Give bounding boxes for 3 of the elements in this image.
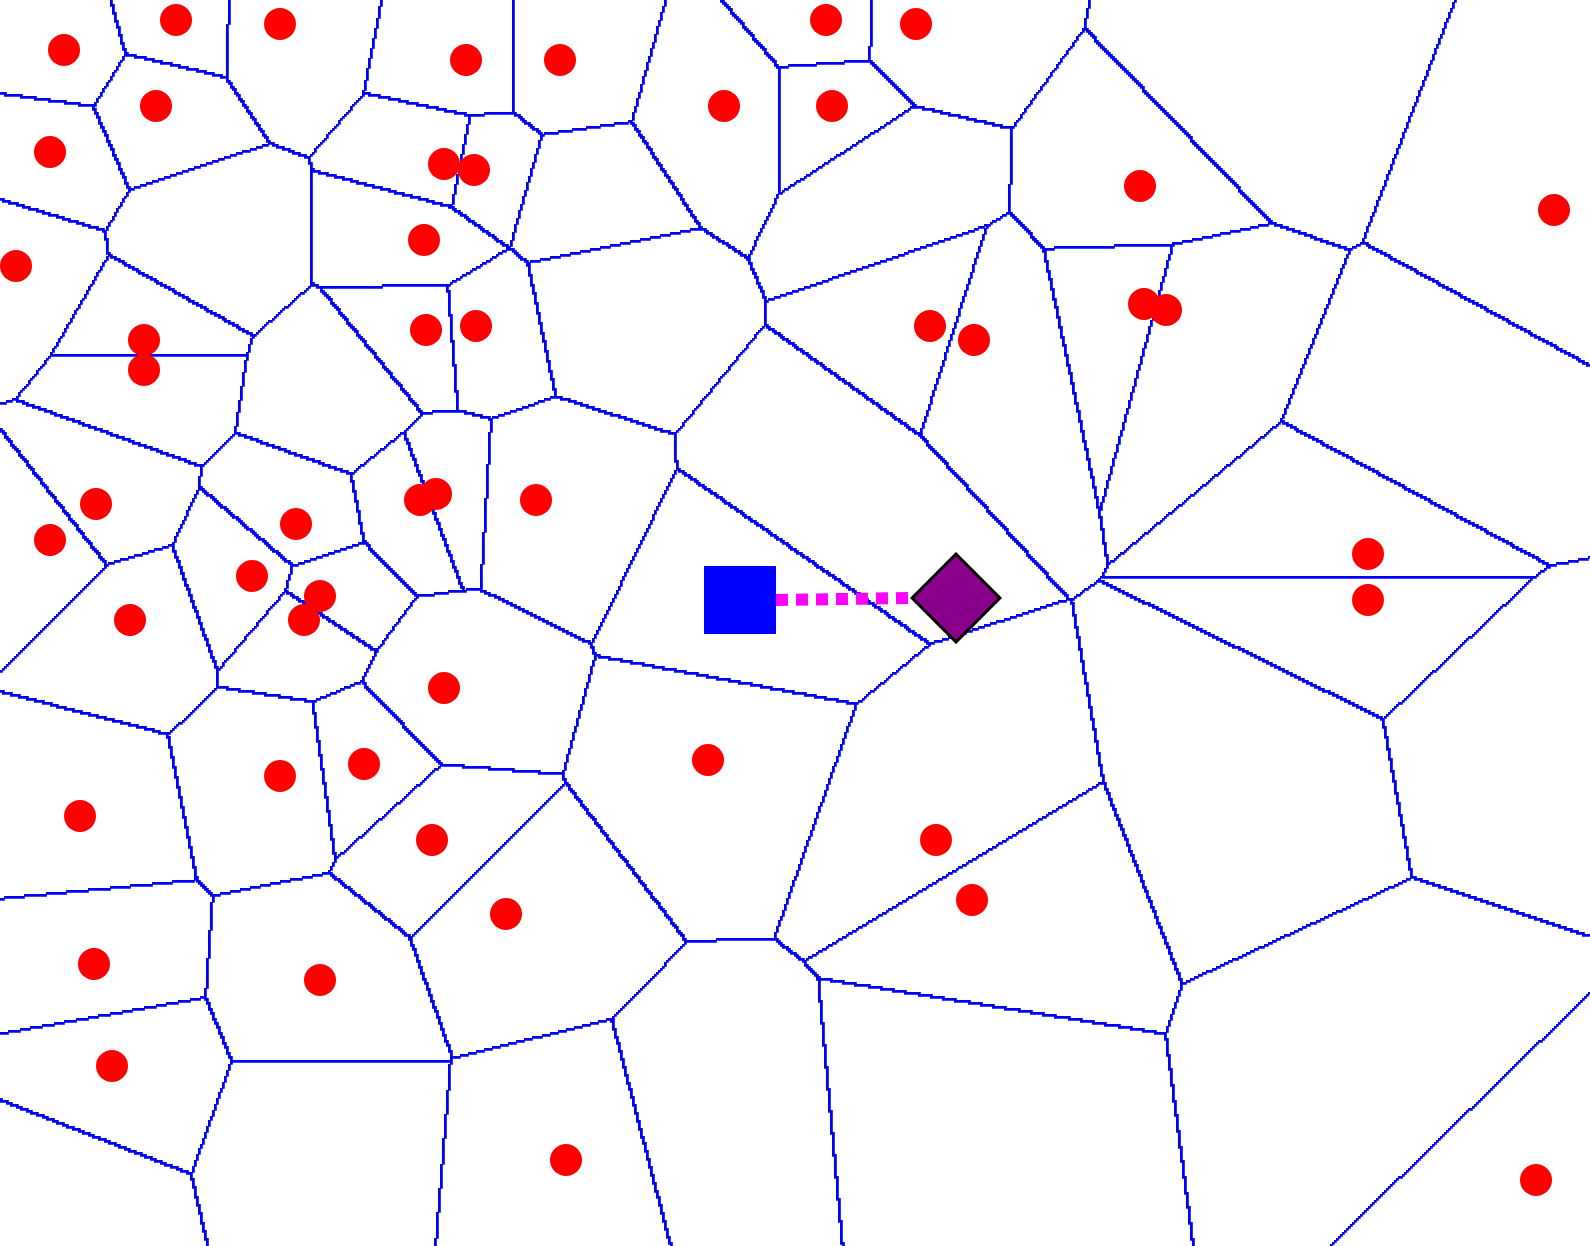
diamond-marker (910, 552, 1002, 644)
square-marker (704, 566, 776, 634)
dotted-connector (775, 592, 911, 606)
